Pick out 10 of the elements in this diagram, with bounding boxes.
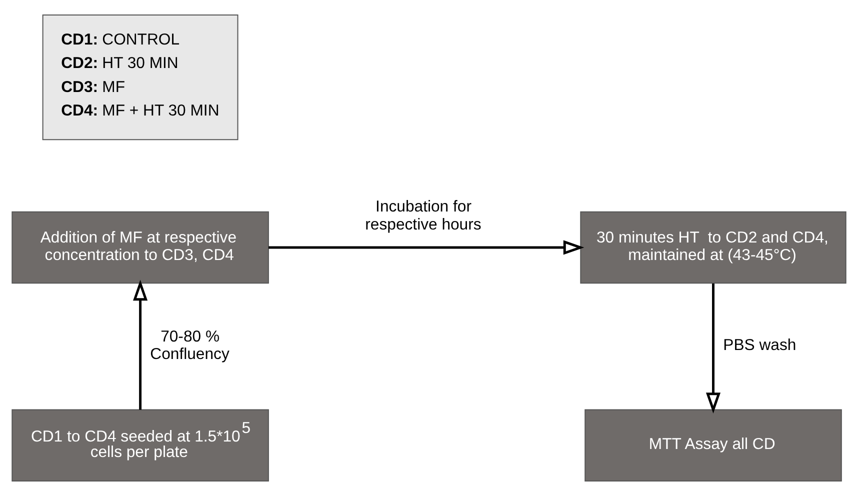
edge-label: Incubation for respective hours bbox=[365, 198, 482, 234]
node-box: CD1: CONTROL CD2: HT 30 MIN CD3: MF CD4: MF + HT 30 MIN bbox=[42, 14, 238, 140]
arrow bbox=[133, 280, 148, 410]
arrow bbox=[268, 240, 584, 255]
node-box: Addition of MF at respective concentration to CD3, CD4 bbox=[12, 211, 269, 284]
node-box: 30 minutes HT to CD2 and CD4, maintained at (43-45°C) bbox=[580, 211, 846, 284]
arrow bbox=[706, 284, 721, 414]
edge-label: PBS wash bbox=[723, 337, 796, 354]
node-box: MTT Assay all CD bbox=[584, 409, 842, 482]
edge-label: 70-80 % Confluency bbox=[150, 328, 230, 364]
